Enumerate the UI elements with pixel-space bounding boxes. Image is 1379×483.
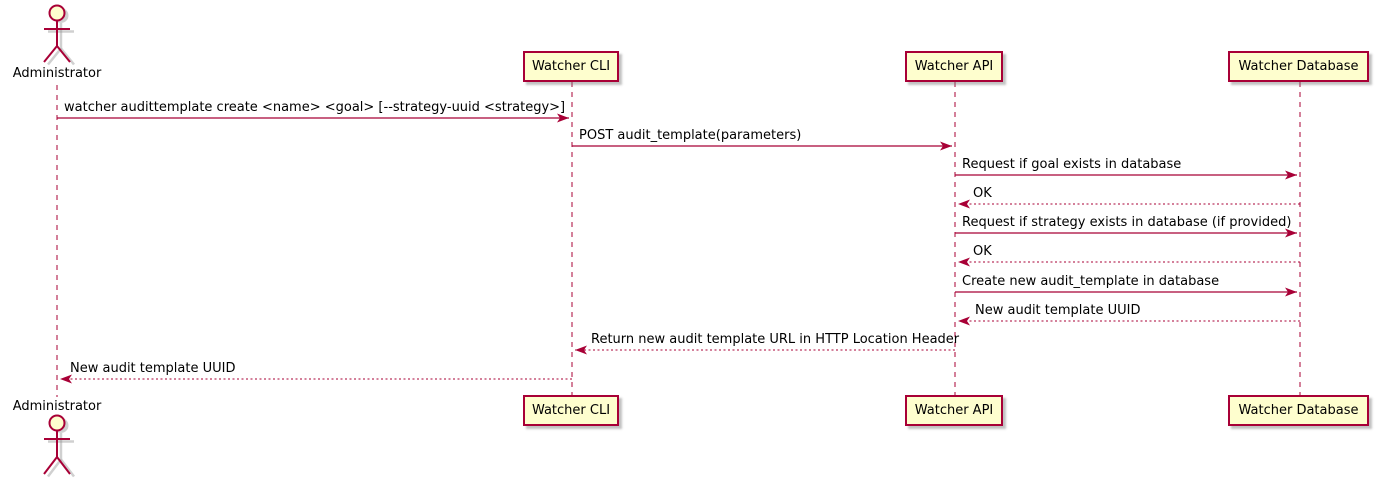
participant-box-watcher-api-bottom: Watcher API [905,395,1003,426]
participant-box-watcher-cli-top: Watcher CLI [523,51,619,82]
message-label-3: Request if goal exists in database [962,157,1182,172]
message-label-1: watcher audittemplate create <name> <goa… [64,100,566,115]
actor-figure-bottom [43,414,71,475]
participant-box-watcher-api-top: Watcher API [905,51,1003,82]
message-label-9: Return new audit template URL in HTTP Lo… [591,332,960,347]
message-label-8: New audit template UUID [975,303,1141,318]
participant-box-watcher-database-top: Watcher Database [1228,51,1369,82]
actor-label-administrator-top: Administrator [12,66,102,81]
message-label-4: OK [973,186,992,201]
participant-box-watcher-cli-bottom: Watcher CLI [523,395,619,426]
message-label-6: OK [973,244,992,259]
participant-box-watcher-database-bottom: Watcher Database [1228,395,1369,426]
message-label-2: POST audit_template(parameters) [579,128,802,143]
message-label-7: Create new audit_template in database [962,274,1220,289]
actor-label-administrator-bottom: Administrator [12,399,102,414]
actor-figure-top [43,4,71,63]
message-label-10: New audit template UUID [70,361,236,376]
message-label-5: Request if strategy exists in database (… [962,215,1292,230]
